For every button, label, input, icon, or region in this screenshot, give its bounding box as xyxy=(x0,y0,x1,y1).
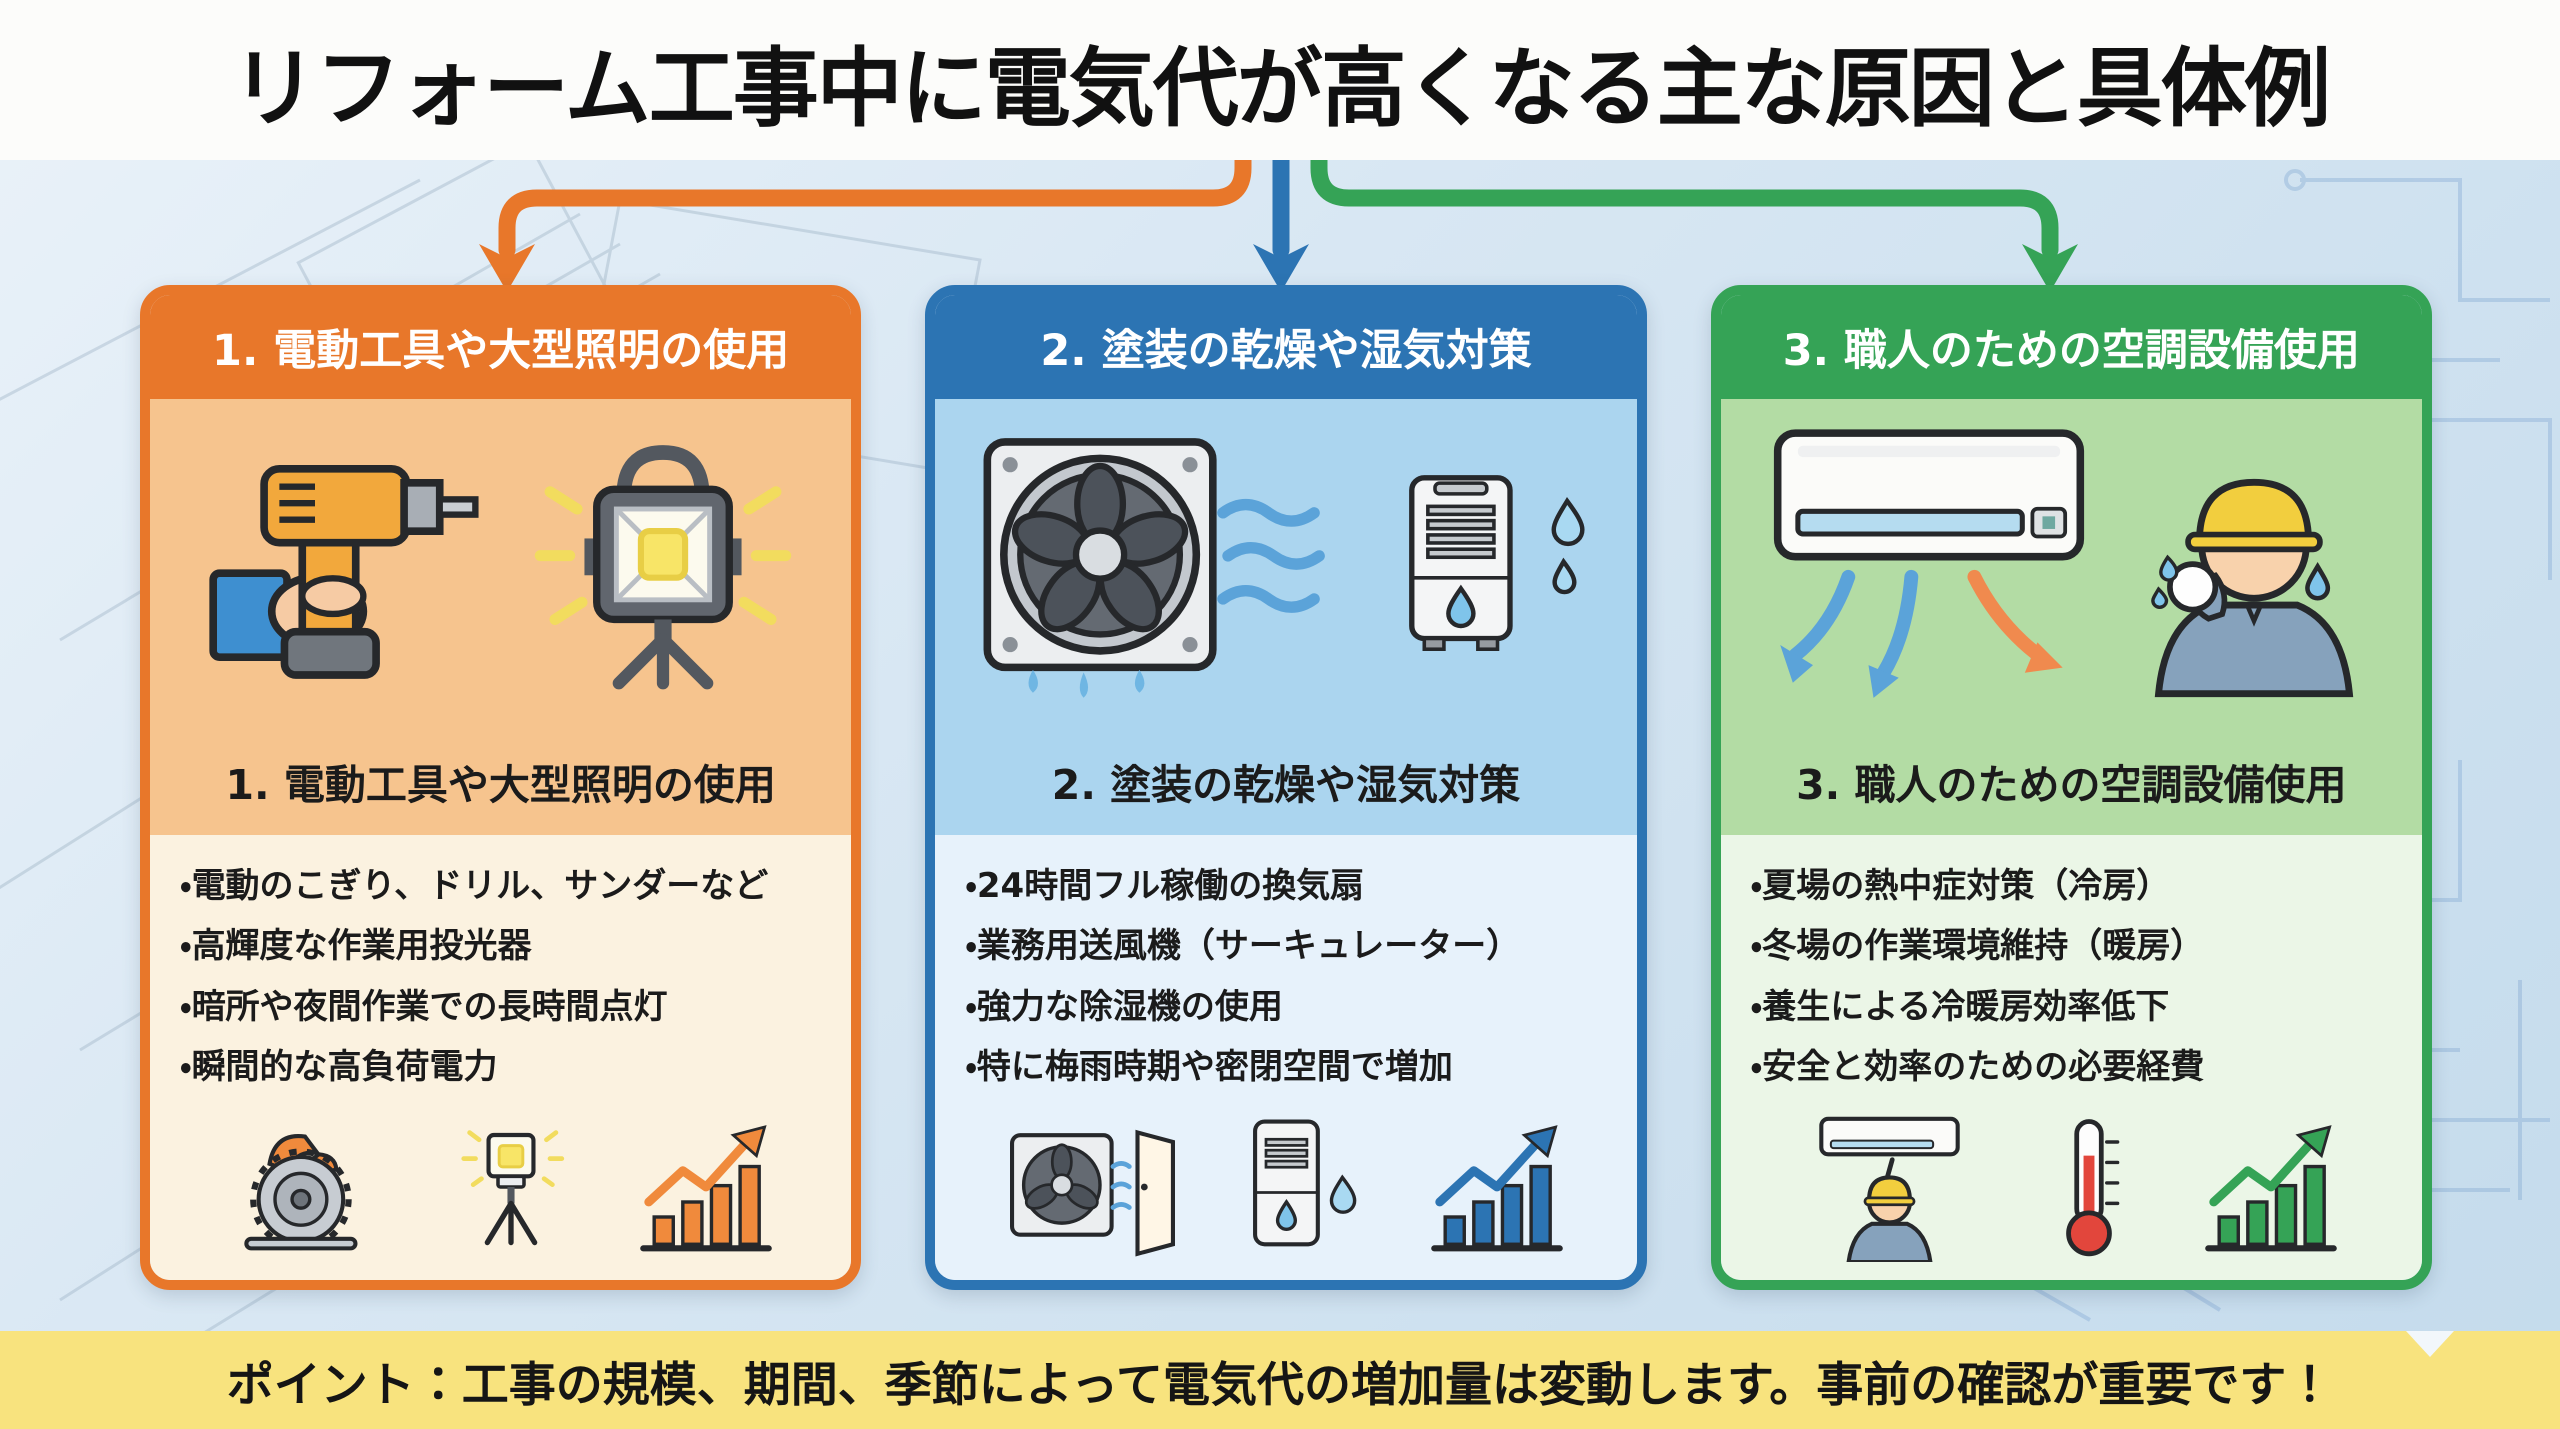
card-3-body: 夏場の熱中症対策（冷房） 冬場の作業環境維持（暖房） 養生による冷暖房効率低下 … xyxy=(1720,835,2422,1280)
point-bar: ポイント：工事の規模、期間、季節によって電気代の増加量は変動します。事前の確認が… xyxy=(0,1331,2560,1429)
circular-saw-icon xyxy=(244,1134,358,1251)
rising-cost-chart-icon xyxy=(2205,1125,2337,1252)
card-2-top: 2. 塗装の乾燥や湿気対策 xyxy=(935,399,1637,835)
rising-cost-chart-icon xyxy=(1431,1125,1563,1252)
dehumidifier-icon xyxy=(1409,474,1585,651)
work-light-icon xyxy=(534,445,792,690)
bullet: 暗所や夜間作業での長時間点灯 xyxy=(180,980,837,1034)
arrow-to-card-1 xyxy=(498,77,1252,259)
card-2-bullet-list: 24時間フル稼働の換気扇 業務用送風機（サーキュレーター） 強力な除湿機の使用 … xyxy=(935,835,1636,1101)
bullet: 業務用送風機（サーキュレーター） xyxy=(965,919,1622,973)
arrowhead-3 xyxy=(2022,244,2078,292)
card-1-top: 1. 電動工具や大型照明の使用 xyxy=(150,399,852,835)
card-1-bullet-list: 電動のこぎり、ドリル、サンダーなど 高輝度な作業用投光器 暗所や夜間作業での長時… xyxy=(150,835,851,1101)
card-3-footer-icons xyxy=(1721,1101,2422,1280)
tripod-light-icon xyxy=(461,1130,564,1246)
air-conditioner-icon xyxy=(1773,429,2084,698)
card-2-header: 2. 塗装の乾燥や湿気対策 xyxy=(935,295,1637,399)
cause-cards: 1. 電動工具や大型照明の使用 xyxy=(140,285,2432,1290)
card-1-header: 1. 電動工具や大型照明の使用 xyxy=(150,295,852,399)
card-1-subtitle: 1. 電動工具や大型照明の使用 xyxy=(225,761,776,809)
bullet: 強力な除湿機の使用 xyxy=(965,980,1622,1034)
bullet: 瞬間的な高負荷電力 xyxy=(180,1040,837,1094)
arrow-to-card-3 xyxy=(1310,77,2059,259)
card-3-bullet-list: 夏場の熱中症対策（冷房） 冬場の作業環境維持（暖房） 養生による冷暖房効率低下 … xyxy=(1721,835,2422,1101)
bullet: 養生による冷暖房効率低下 xyxy=(1751,980,2408,1034)
card-1-media xyxy=(150,399,851,727)
card-3-header: 3. 職人のための空調設備使用 xyxy=(1720,295,2422,399)
card-3-media xyxy=(1721,399,2422,727)
card-humidity: 2. 塗装の乾燥や湿気対策 xyxy=(925,285,1647,1290)
card-power-tools: 1. 電動工具や大型照明の使用 xyxy=(140,285,862,1290)
arrowhead-2 xyxy=(1253,244,1309,292)
card-3-subtitle: 3. 職人のための空調設備使用 xyxy=(1796,761,2347,809)
bullet: 24時間フル稼働の換気扇 xyxy=(965,859,1622,913)
card-1-body: 電動のこぎり、ドリル、サンダーなど 高輝度な作業用投光器 暗所や夜間作業での長時… xyxy=(150,835,852,1280)
card-2-body: 24時間フル稼働の換気扇 業務用送風機（サーキュレーター） 強力な除湿機の使用 … xyxy=(935,835,1637,1280)
card-3-top: 3. 職人のための空調設備使用 xyxy=(1720,399,2422,835)
card-air-conditioning: 3. 職人のための空調設備使用 xyxy=(1710,285,2432,1290)
point-text: ポイント：工事の規模、期間、季節によって電気代の増加量は変動します。事前の確認が… xyxy=(226,1357,2334,1413)
bullet: 夏場の熱中症対策（冷房） xyxy=(1751,859,2408,913)
bullet: 特に梅雨時期や密閉空間で増加 xyxy=(965,1040,1622,1094)
fan-door-icon xyxy=(1010,1129,1176,1257)
speech-tail-icon xyxy=(2406,1331,2454,1357)
bullet: 電動のこぎり、ドリル、サンダーなど xyxy=(180,859,837,913)
card-2-media xyxy=(935,399,1636,727)
bullet: 冬場の作業環境維持（暖房） xyxy=(1751,919,2408,973)
thermometer-icon xyxy=(2065,1119,2120,1257)
arrowhead-1 xyxy=(479,244,535,292)
power-drill-icon xyxy=(209,465,479,679)
ventilation-fan-icon xyxy=(983,437,1325,698)
rising-cost-chart-icon xyxy=(640,1125,773,1252)
bullet: 安全と効率のための必要経費 xyxy=(1751,1040,2408,1094)
card-2-subtitle: 2. 塗装の乾燥や湿気対策 xyxy=(1051,761,1521,809)
worker-ac-icon xyxy=(1819,1116,1960,1262)
page-title: リフォーム工事中に電気代が高くなる主な原因と具体例 xyxy=(231,38,2330,139)
card-1-footer-icons xyxy=(150,1101,851,1280)
dehumidifier-drop-icon xyxy=(1253,1119,1357,1247)
bullet: 高輝度な作業用投光器 xyxy=(180,919,837,973)
card-2-footer-icons xyxy=(935,1101,1636,1280)
sweating-worker-icon xyxy=(2151,478,2354,698)
title-band: リフォーム工事中に電気代が高くなる主な原因と具体例 xyxy=(0,0,2560,160)
